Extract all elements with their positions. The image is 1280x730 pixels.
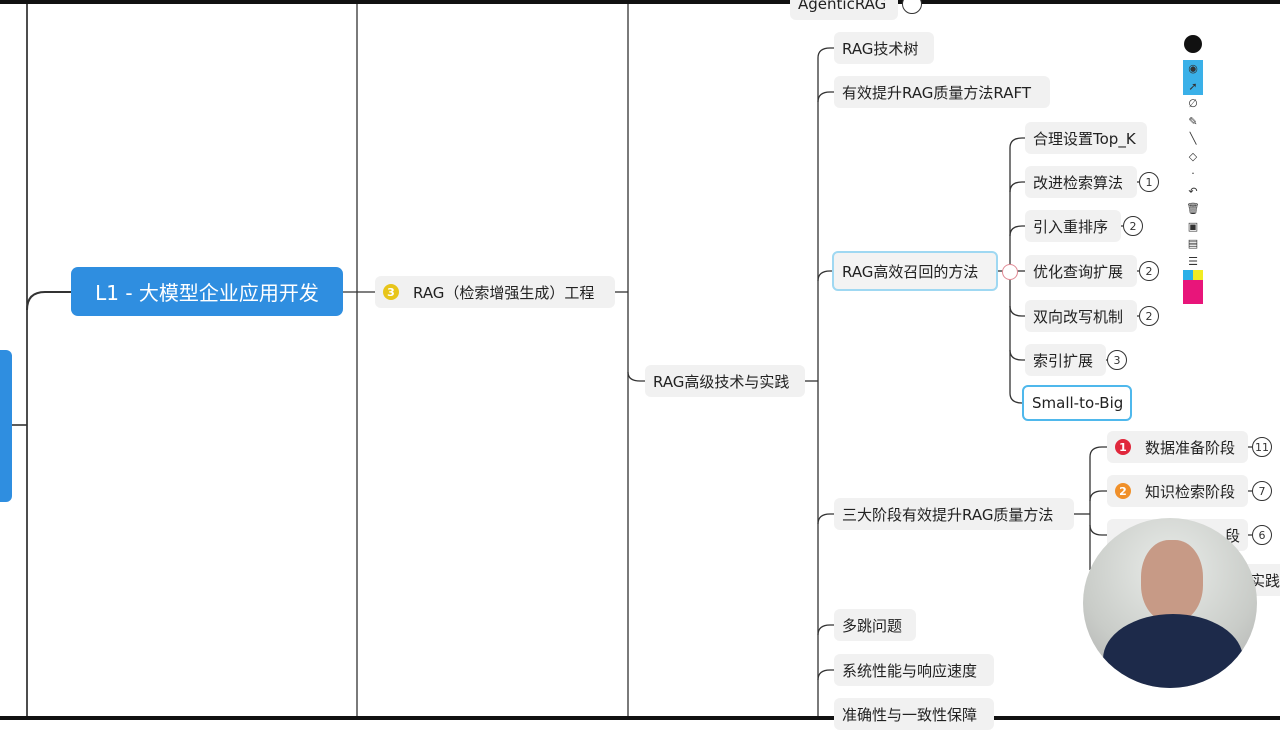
- eye-icon[interactable]: ◉: [1183, 60, 1203, 78]
- camera-icon[interactable]: ▤: [1187, 237, 1199, 250]
- node-label: 双向改写机制: [1033, 307, 1124, 326]
- node-label: 知识检索阶段: [1145, 482, 1236, 501]
- node-label: 三大阶段有效提升RAG质量方法: [842, 505, 1054, 524]
- node-label: AgenticRAG: [798, 0, 887, 13]
- node-query-expansion[interactable]: 优化查询扩展: [1025, 255, 1137, 287]
- root-label: L1 - 大模型企业应用开发: [95, 281, 319, 305]
- node-rag-advanced[interactable]: RAG高级技术与实践: [645, 365, 805, 397]
- node-label: 合理设置Top_K: [1033, 129, 1136, 148]
- stamp-icon[interactable]: ▣: [1187, 219, 1199, 233]
- node-data-prep[interactable]: 1 数据准备阶段: [1107, 431, 1248, 463]
- left-partial-node[interactable]: [0, 350, 12, 502]
- node-label: 改进检索算法: [1033, 173, 1124, 192]
- node-rag-tech-tree[interactable]: RAG技术树: [834, 32, 934, 64]
- top-bar: [0, 0, 1280, 4]
- node-performance[interactable]: 系统性能与响应速度: [834, 654, 994, 686]
- node-label: Small-to-Big: [1032, 394, 1124, 412]
- node-label: 索引扩展: [1033, 351, 1094, 370]
- node-label: 优化查询扩展: [1033, 262, 1124, 281]
- node-label: 准确性与一致性保障: [842, 705, 978, 724]
- person-head: [1141, 540, 1203, 622]
- node-agenticrag[interactable]: AgenticRAG: [790, 0, 898, 20]
- collapsed-count-badge[interactable]: 2: [1139, 306, 1159, 326]
- dot-icon[interactable]: ·: [1191, 167, 1195, 180]
- node-small-to-big[interactable]: Small-to-Big: [1022, 385, 1132, 421]
- node-label: 系统性能与响应速度: [842, 661, 978, 680]
- node-accuracy[interactable]: 准确性与一致性保障: [834, 698, 994, 730]
- node-label: 引入重排序: [1033, 217, 1109, 236]
- line-icon[interactable]: ╲: [1189, 132, 1197, 145]
- collapsed-count-badge[interactable]: 11: [1252, 437, 1272, 457]
- node-raft[interactable]: 有效提升RAG质量方法RAFT: [834, 76, 1050, 108]
- node-label: RAG高效召回的方法: [842, 262, 979, 281]
- node-three-stages[interactable]: 三大阶段有效提升RAG质量方法: [834, 498, 1074, 530]
- collapsed-count-badge[interactable]: 2: [1123, 216, 1143, 236]
- collapsed-count-badge[interactable]: [902, 0, 922, 14]
- bottom-bar: [0, 716, 1280, 720]
- node-label: RAG技术树: [842, 39, 919, 58]
- node-label: 数据准备阶段: [1145, 438, 1236, 457]
- collapsed-count-badge[interactable]: 7: [1252, 481, 1272, 501]
- node-index-expansion[interactable]: 索引扩展: [1025, 344, 1106, 376]
- node-label: RAG（检索增强生成）工程: [413, 283, 595, 302]
- priority-1-icon: 1: [1115, 439, 1131, 455]
- node-label: 多跳问题: [842, 616, 903, 635]
- node-topk[interactable]: 合理设置Top_K: [1025, 122, 1147, 154]
- root-node[interactable]: L1 - 大模型企业应用开发: [71, 267, 343, 316]
- collapsed-count-badge[interactable]: 1: [1139, 172, 1159, 192]
- webcam-overlay: [1083, 518, 1257, 688]
- person-body: [1103, 614, 1243, 688]
- color-palette[interactable]: [1183, 270, 1203, 304]
- cursor-icon[interactable]: ➚: [1183, 77, 1203, 95]
- node-improve-retrieval[interactable]: 改进检索算法: [1025, 166, 1137, 198]
- collapsed-count-badge[interactable]: 3: [1107, 350, 1127, 370]
- collapsed-count-badge[interactable]: 6: [1252, 525, 1272, 545]
- node-label: 有效提升RAG质量方法RAFT: [842, 83, 1032, 102]
- node-rerank[interactable]: 引入重排序: [1025, 210, 1121, 242]
- trash-icon[interactable]: 🗑: [1186, 202, 1200, 215]
- node-bidirectional-rewrite[interactable]: 双向改写机制: [1025, 300, 1137, 332]
- collapsed-count-badge[interactable]: 2: [1139, 261, 1159, 281]
- priority-2-icon: 2: [1115, 483, 1131, 499]
- node-label: 实践: [1249, 571, 1280, 590]
- node-knowledge-retrieval[interactable]: 2 知识检索阶段: [1107, 475, 1248, 507]
- clipboard-icon[interactable]: ☰: [1188, 254, 1198, 268]
- node-multi-hop[interactable]: 多跳问题: [834, 609, 916, 641]
- marker-icon[interactable]: ✎: [1188, 114, 1198, 128]
- node-label: RAG高级技术与实践: [653, 372, 790, 391]
- eraser-icon[interactable]: ◇: [1188, 149, 1198, 163]
- annotation-toolbar: ◉ ➚ ∅ ✎ ╲ ◇ · ↶ 🗑 ▣ ▤ ☰: [1183, 33, 1203, 313]
- node-efficient-recall[interactable]: RAG高效召回的方法: [832, 251, 998, 291]
- undo-icon[interactable]: ↶: [1188, 184, 1198, 198]
- priority-3-icon: 3: [383, 284, 399, 300]
- node-rag-engineering[interactable]: 3 RAG（检索增强生成）工程: [375, 276, 615, 308]
- pen-icon[interactable]: ∅: [1188, 97, 1198, 110]
- logo-icon: [1184, 35, 1202, 53]
- collapse-toggle[interactable]: [1002, 264, 1018, 280]
